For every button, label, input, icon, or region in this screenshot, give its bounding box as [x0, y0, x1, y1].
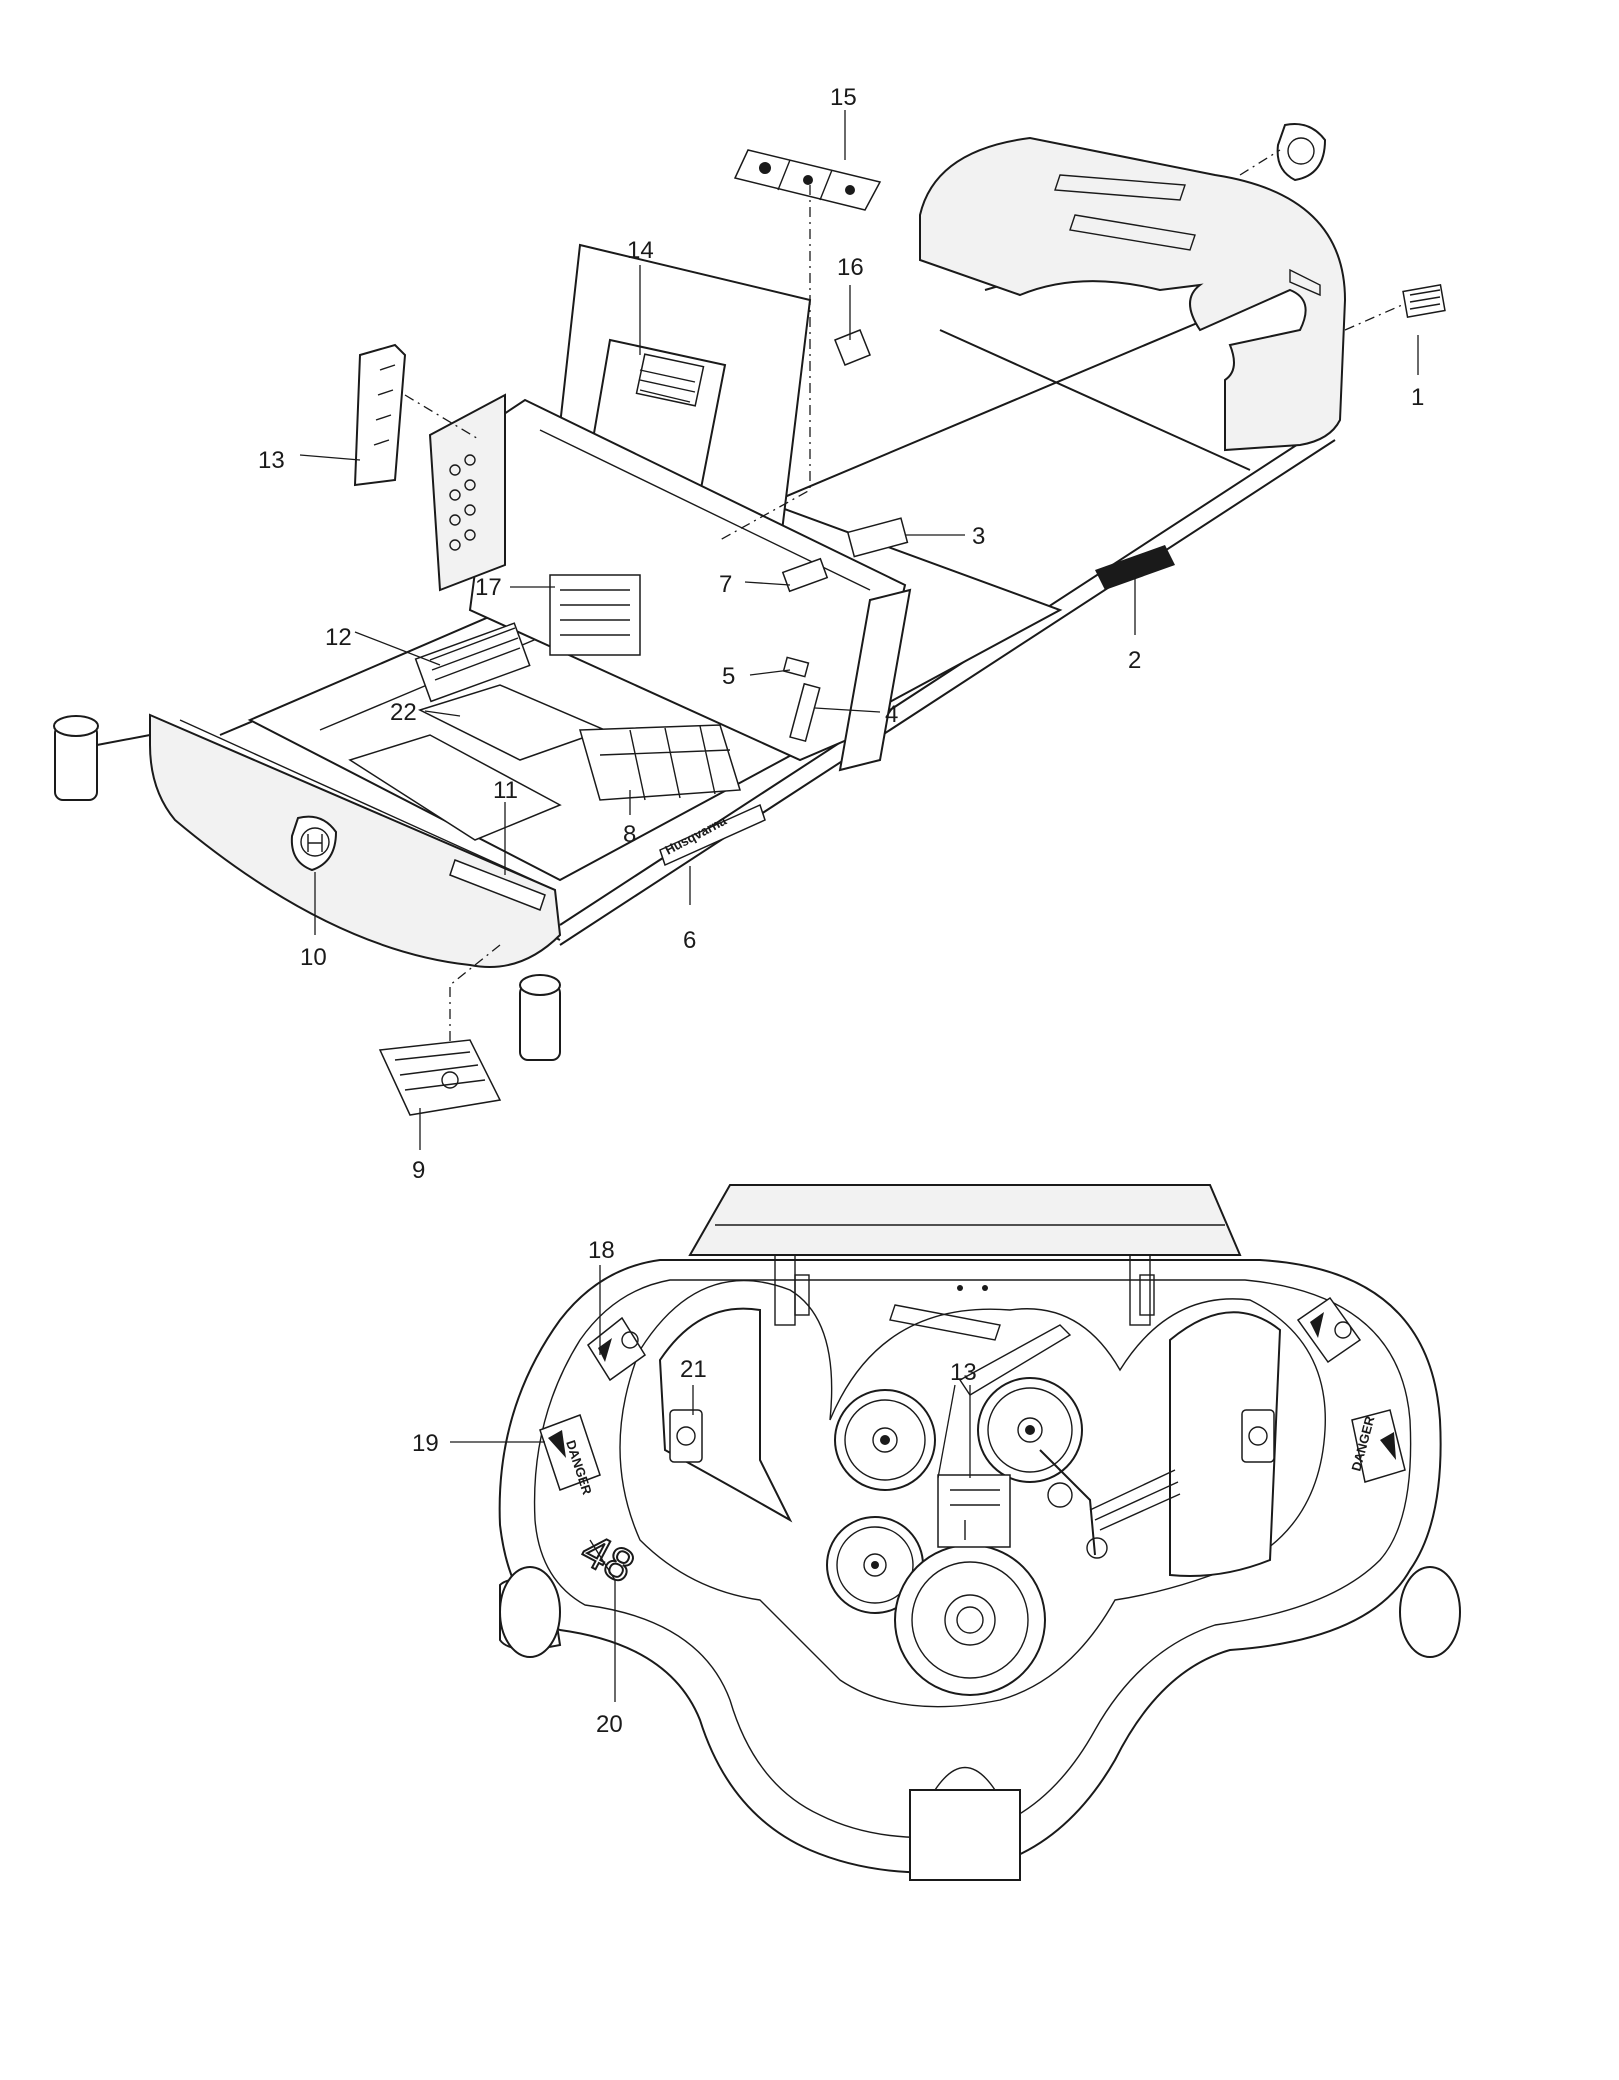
callout-3: 3: [972, 523, 985, 550]
decal-21-right: [1241, 1409, 1275, 1463]
gauge-wheel-left: [499, 1566, 562, 1658]
callout-18: 18: [588, 1237, 615, 1264]
husqvarna-logo-icon-front: [290, 815, 338, 872]
callout-13: 13: [258, 447, 285, 474]
callout-8: 8: [623, 821, 636, 848]
assembly-line-logo: [1239, 149, 1281, 176]
pulley-lower: [826, 1516, 924, 1614]
callout-2: 2: [1128, 647, 1141, 674]
pulley-left: [834, 1389, 936, 1491]
leader-lines: [299, 110, 1419, 1702]
callout-6: 6: [683, 927, 696, 954]
callout-15: 15: [830, 84, 857, 111]
assembly-line-1: [1344, 304, 1403, 331]
decal-9: [378, 1039, 502, 1116]
callout-12: 12: [325, 624, 352, 651]
husqvarna-logo-icon-rear: [1276, 123, 1327, 182]
decal-21-left: [669, 1409, 703, 1463]
assembly-line-13: [404, 394, 481, 441]
pulley-right: [977, 1377, 1083, 1483]
assembly-line-9: [449, 944, 501, 1045]
gauge-wheel-right: [1399, 1566, 1461, 1658]
gearbox-pulley: [894, 1544, 1046, 1696]
callout-21: 21: [680, 1356, 707, 1383]
callout-14: 14: [627, 237, 654, 264]
callout-4: 4: [885, 701, 898, 728]
callouts: 1 2 3 4 5 6 7 8 9 10 11 12 13 14 15 16 1…: [258, 84, 1424, 1738]
callout-19: 19: [412, 1430, 439, 1457]
callout-20: 20: [596, 1711, 623, 1738]
decal-18-right: [1296, 1296, 1362, 1364]
callout-17: 17: [475, 574, 502, 601]
mower-deck: DANGER DANGER 48: [498, 1184, 1461, 1881]
callout-7: 7: [719, 571, 732, 598]
callout-13-deck: 13: [950, 1359, 977, 1386]
frame-assembly: Husqvarna: [53, 123, 1446, 1116]
decal-15: [733, 149, 882, 211]
callout-10: 10: [300, 944, 327, 971]
danger-decal-right: DANGER: [1348, 1409, 1406, 1483]
callout-9: 9: [412, 1157, 425, 1184]
callout-5: 5: [722, 663, 735, 690]
decal-18-left: [587, 1316, 647, 1382]
callout-1: 1: [1411, 384, 1424, 411]
callout-16: 16: [837, 254, 864, 281]
callout-22: 22: [390, 699, 417, 726]
callout-11: 11: [493, 777, 518, 804]
danger-decal-left: DANGER: [539, 1414, 601, 1497]
